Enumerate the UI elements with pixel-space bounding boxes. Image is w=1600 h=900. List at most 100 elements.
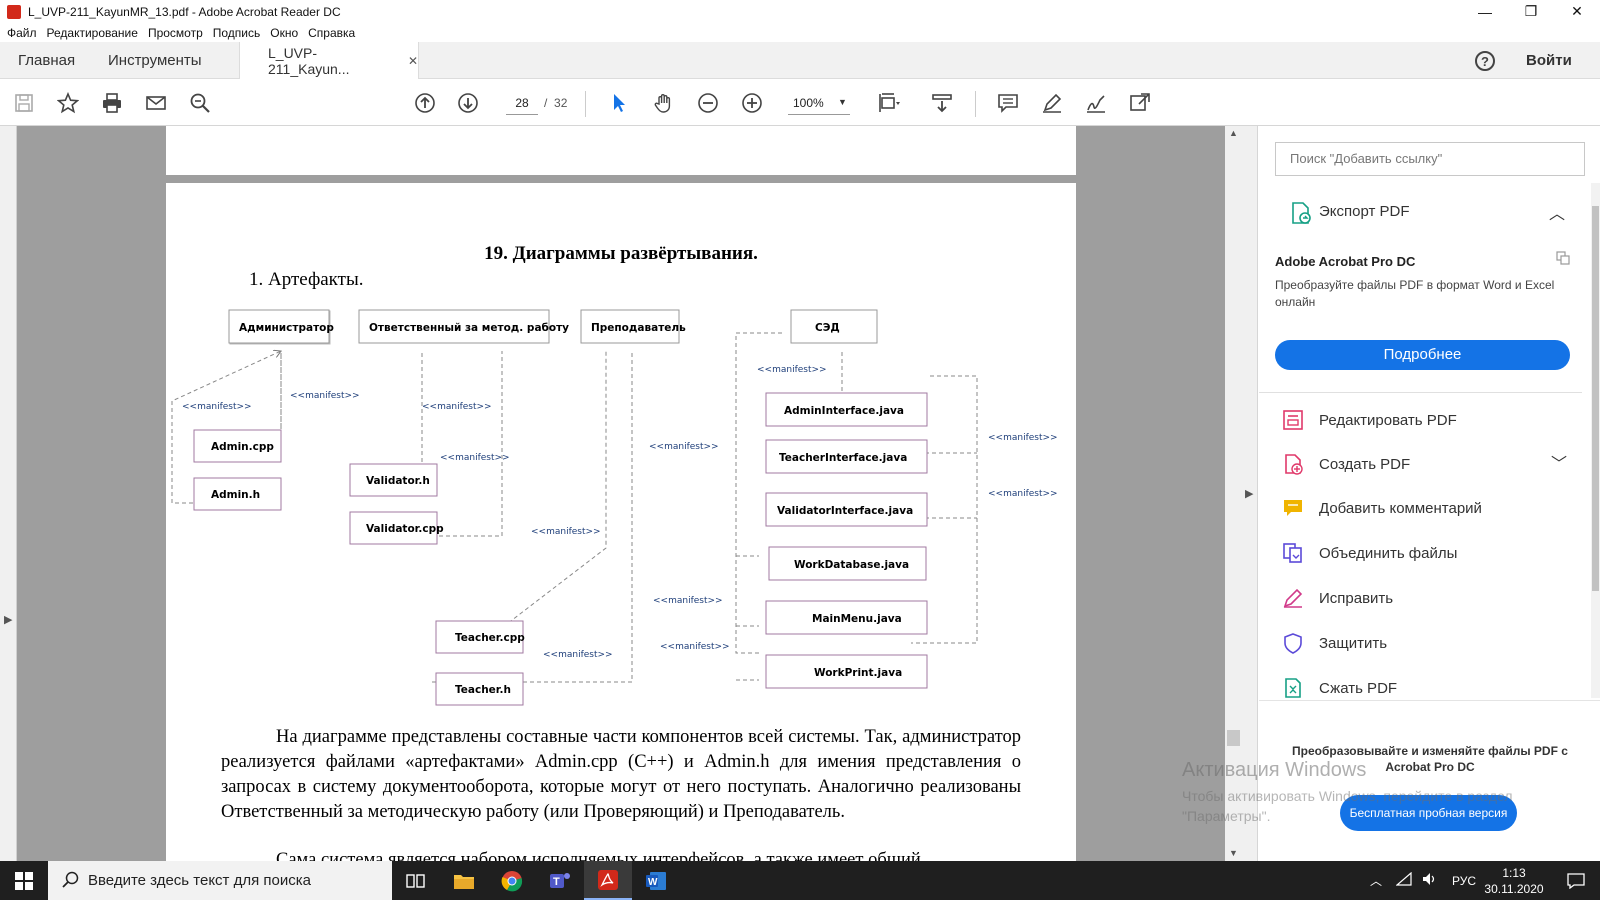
comment-icon [1281, 496, 1305, 520]
artifact-workdatabase: WorkDatabase.java [794, 559, 909, 571]
close-tab-icon[interactable]: ✕ [407, 54, 418, 68]
menu-help[interactable]: Справка [308, 25, 356, 40]
page-count: / 32 [544, 96, 568, 110]
export-pdf-icon [1289, 201, 1313, 228]
search-icon [62, 871, 79, 888]
notifications-icon[interactable] [1552, 861, 1600, 900]
print-icon[interactable] [100, 91, 124, 115]
tools-pane-scrollbar[interactable] [1591, 183, 1600, 698]
tool-create-pdf[interactable]: Создать PDF [1281, 450, 1410, 478]
zoom-out-icon[interactable] [696, 91, 720, 115]
free-trial-button[interactable]: Бесплатная пробная версия [1340, 795, 1517, 831]
zoom-select[interactable]: 100% [788, 91, 850, 115]
scroll-mode-icon[interactable] [930, 91, 954, 115]
right-pane-handle[interactable]: ▶ [1242, 126, 1258, 861]
clock[interactable]: 1:13 30.11.2020 [1480, 865, 1548, 897]
page-fit-icon[interactable] [877, 91, 901, 115]
chevron-up-icon[interactable]: ︿ [1549, 206, 1566, 223]
paragraph-2: Сама система является набором исполняемы… [276, 850, 921, 863]
highlight-pen-icon[interactable] [1040, 91, 1064, 115]
share-edit-icon[interactable] [1128, 91, 1152, 115]
menu-sign[interactable]: Подпись [212, 25, 261, 40]
manifest-label: <<manifest>> [422, 402, 492, 412]
hand-tool-icon[interactable] [652, 91, 676, 115]
chevron-down-icon[interactable]: ﹀ [1551, 456, 1568, 473]
pro-trial-text: Преобразовывайте и изменяйте файлы PDF с… [1292, 744, 1568, 774]
artifact-mainmenu: MainMenu.java [812, 613, 902, 625]
tool-protect[interactable]: Защитить [1281, 629, 1387, 657]
manifest-label: <<manifest>> [531, 527, 601, 537]
start-button[interactable] [0, 861, 48, 900]
tool-combine-files[interactable]: Объединить файлы [1281, 539, 1457, 567]
left-pane-handle[interactable]: ▶ [0, 126, 17, 861]
section-heading: 19. Диаграммы развёртывания. [484, 243, 758, 264]
manifest-label: <<manifest>> [649, 442, 719, 452]
clock-date: 30.11.2020 [1484, 882, 1544, 896]
manifest-label: <<manifest>> [757, 365, 827, 375]
help-icon[interactable]: ? [1475, 51, 1495, 71]
windows-icon [15, 871, 33, 890]
save-icon[interactable] [12, 91, 36, 115]
login-button[interactable]: Войти [1526, 52, 1572, 69]
acrobat-taskbar-icon[interactable] [584, 861, 632, 900]
taskbar-search-input[interactable]: Введите здесь текст для поиска [48, 861, 392, 900]
network-icon[interactable] [1395, 871, 1412, 889]
scrollbar-thumb[interactable] [1592, 206, 1599, 591]
artifact-validator-cpp: Validator.cpp [366, 523, 444, 535]
prev-page-icon[interactable] [413, 91, 437, 115]
select-cursor-icon[interactable] [607, 91, 631, 115]
sign-icon[interactable] [1084, 91, 1108, 115]
tool-add-comment[interactable]: Добавить комментарий [1281, 494, 1482, 522]
tool-compress-pdf[interactable]: Сжать PDF [1281, 674, 1397, 702]
document-scrollbar[interactable]: ▲ ▼ [1225, 126, 1242, 861]
volume-icon[interactable] [1422, 872, 1438, 889]
chrome-icon[interactable] [488, 861, 536, 900]
create-pdf-icon [1281, 452, 1305, 476]
manifest-label: <<manifest>> [660, 642, 730, 652]
star-icon[interactable] [56, 91, 80, 115]
component-method: Ответственный за метод. работу [369, 322, 569, 334]
svg-text:W: W [648, 877, 658, 888]
tool-edit-pdf[interactable]: Редактировать PDF [1281, 406, 1457, 434]
menu-bar: Файл Редактирование Просмотр Подпись Окн… [0, 23, 1600, 42]
chevron-up-icon[interactable]: ︿ [1370, 874, 1383, 888]
toolbar-divider [975, 91, 976, 117]
menu-view[interactable]: Просмотр [147, 25, 203, 40]
menu-edit[interactable]: Редактирование [46, 25, 138, 40]
search-zoom-icon[interactable] [188, 91, 212, 115]
next-page-icon[interactable] [456, 91, 480, 115]
component-teacher: Преподаватель [591, 322, 686, 334]
menu-window[interactable]: Окно [270, 25, 299, 40]
shield-icon [1281, 631, 1305, 655]
task-view-icon[interactable] [392, 861, 440, 900]
menu-file[interactable]: Файл [7, 25, 37, 40]
scrollbar-thumb[interactable] [1227, 730, 1240, 746]
manifest-label: <<manifest>> [182, 402, 252, 412]
learn-more-button[interactable]: Подробнее [1275, 340, 1570, 370]
teams-icon[interactable]: T [536, 861, 584, 900]
dismiss-icon[interactable] [1555, 250, 1571, 269]
manifest-label: <<manifest>> [988, 489, 1058, 499]
title-bar: L_UVP-211_KayunMR_13.pdf - Adobe Acrobat… [0, 0, 1600, 23]
tab-home[interactable]: Главная [18, 52, 76, 69]
file-explorer-icon[interactable] [440, 861, 488, 900]
tab-bar: Главная Инструменты L_UVP-211_Kayun... ✕ [0, 42, 1600, 80]
page-number-input[interactable]: 28 [506, 91, 538, 115]
close-window-button[interactable]: ✕ [1571, 3, 1583, 19]
search-input[interactable]: Поиск "Добавить ссылку" [1275, 142, 1585, 176]
tab-tools[interactable]: Инструменты [108, 52, 202, 69]
tool-fix[interactable]: Исправить [1281, 584, 1393, 612]
artifact-teacher-cpp: Teacher.cpp [455, 632, 525, 644]
chevron-down-icon[interactable]: ▼ [838, 97, 847, 107]
comment-icon[interactable] [996, 91, 1020, 115]
zoom-in-icon[interactable] [740, 91, 764, 115]
subsection-heading: 1. Артефакты. [249, 269, 364, 290]
tab-document[interactable]: L_UVP-211_Kayun... ✕ [239, 42, 419, 80]
word-icon[interactable]: W [632, 861, 680, 900]
maximize-button[interactable]: ❐ [1524, 3, 1538, 19]
mail-icon[interactable] [144, 91, 168, 115]
edit-pdf-icon [1281, 408, 1305, 432]
minimize-button[interactable]: — [1478, 3, 1492, 20]
language-indicator[interactable]: РУС [1452, 873, 1477, 888]
export-pdf-title[interactable]: Экспорт PDF [1319, 203, 1410, 220]
